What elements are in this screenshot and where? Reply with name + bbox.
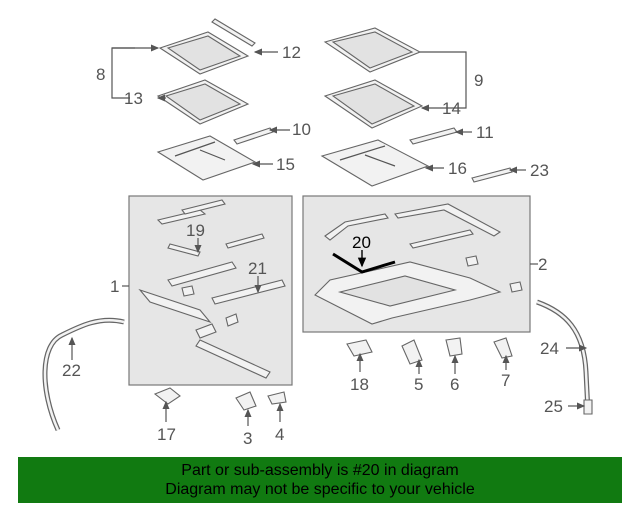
callout-5[interactable]: 5 bbox=[414, 375, 423, 394]
callout-3[interactable]: 3 bbox=[243, 429, 252, 448]
callout-15[interactable]: 15 bbox=[276, 155, 295, 174]
callout-23[interactable]: 23 bbox=[530, 161, 549, 180]
callout-16[interactable]: 16 bbox=[448, 159, 467, 178]
callout-19[interactable]: 19 bbox=[186, 221, 205, 240]
glass-panel-13[interactable] bbox=[156, 79, 250, 125]
callout-12[interactable]: 12 bbox=[282, 43, 301, 62]
leader-lines bbox=[68, 44, 588, 426]
callout-labels: 12 8 13 10 15 9 14 11 16 23 1 2 19 21 20… bbox=[62, 43, 563, 448]
bracket-18[interactable] bbox=[346, 339, 373, 357]
drain-hose-24[interactable] bbox=[536, 299, 591, 413]
callout-8[interactable]: 8 bbox=[96, 65, 105, 84]
rail-parts-left bbox=[138, 199, 286, 379]
callout-22[interactable]: 22 bbox=[62, 361, 81, 380]
info-banner: Part or sub-assembly is #20 in diagram D… bbox=[18, 457, 622, 503]
banner-line-disclaimer: Diagram may not be specific to your vehi… bbox=[165, 481, 475, 498]
callout-1[interactable]: 1 bbox=[110, 277, 119, 296]
callout-14[interactable]: 14 bbox=[442, 99, 461, 118]
callout-18[interactable]: 18 bbox=[350, 375, 369, 394]
callout-21[interactable]: 21 bbox=[248, 259, 267, 278]
callout-13[interactable]: 13 bbox=[124, 89, 143, 108]
callout-24[interactable]: 24 bbox=[540, 339, 559, 358]
callout-25[interactable]: 25 bbox=[544, 397, 563, 416]
callout-10[interactable]: 10 bbox=[292, 120, 311, 139]
callout-9[interactable]: 9 bbox=[474, 71, 483, 90]
clip-25[interactable] bbox=[583, 399, 593, 415]
glass-panel-14[interactable] bbox=[323, 79, 424, 129]
bracket-7[interactable] bbox=[493, 337, 513, 359]
callout-4[interactable]: 4 bbox=[275, 425, 284, 444]
glass-panel-12[interactable] bbox=[158, 31, 250, 75]
highlighted-part-20[interactable] bbox=[332, 252, 396, 274]
frame-assembly-2 bbox=[314, 203, 523, 325]
banner-line-part: Part or sub-assembly is #20 in diagram bbox=[181, 462, 459, 479]
glass-panel-9[interactable] bbox=[323, 27, 422, 73]
trim-strip-11[interactable] bbox=[409, 127, 458, 145]
callout-20[interactable]: 20 bbox=[352, 233, 371, 252]
seal-strip-12[interactable] bbox=[211, 18, 256, 47]
bracket-6[interactable] bbox=[445, 337, 463, 357]
bracket-4[interactable] bbox=[267, 391, 287, 405]
trim-strip-10[interactable] bbox=[233, 127, 274, 145]
shade-panel-16[interactable] bbox=[320, 139, 430, 187]
drain-hose-23[interactable] bbox=[471, 167, 513, 183]
callout-7[interactable]: 7 bbox=[501, 371, 510, 390]
callout-11[interactable]: 11 bbox=[476, 123, 494, 142]
callout-2[interactable]: 2 bbox=[538, 255, 547, 274]
callout-17[interactable]: 17 bbox=[157, 425, 176, 444]
drain-hose-22[interactable] bbox=[42, 317, 125, 432]
bracket-3[interactable] bbox=[235, 391, 257, 411]
bracket-17[interactable] bbox=[153, 387, 181, 405]
callout-6[interactable]: 6 bbox=[450, 375, 459, 394]
